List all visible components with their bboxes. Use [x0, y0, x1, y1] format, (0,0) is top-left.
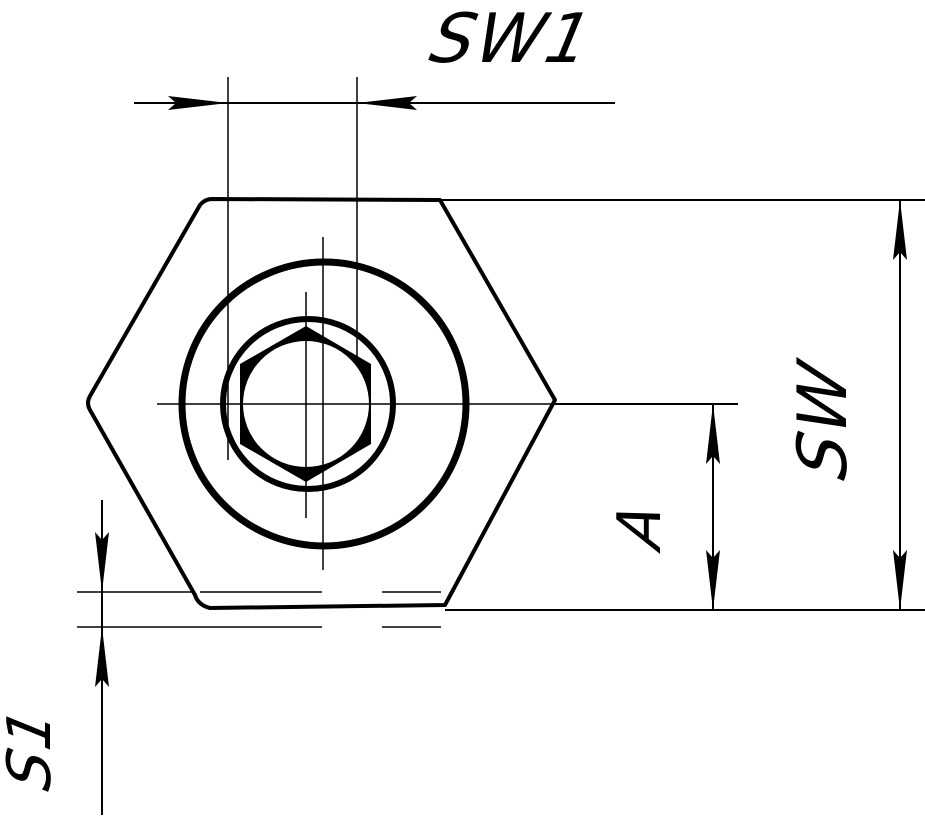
- outer-hexagon: [86, 197, 557, 610]
- a-dimension: [555, 403, 738, 610]
- s1-extension-lines: [77, 591, 441, 628]
- sw1-extension-lines: [227, 77, 358, 460]
- sw-extension-lines: [440, 199, 925, 611]
- sw-label: SW: [784, 354, 863, 486]
- sw1-label: SW1: [423, 0, 601, 79]
- s1-label: S1: [0, 700, 65, 796]
